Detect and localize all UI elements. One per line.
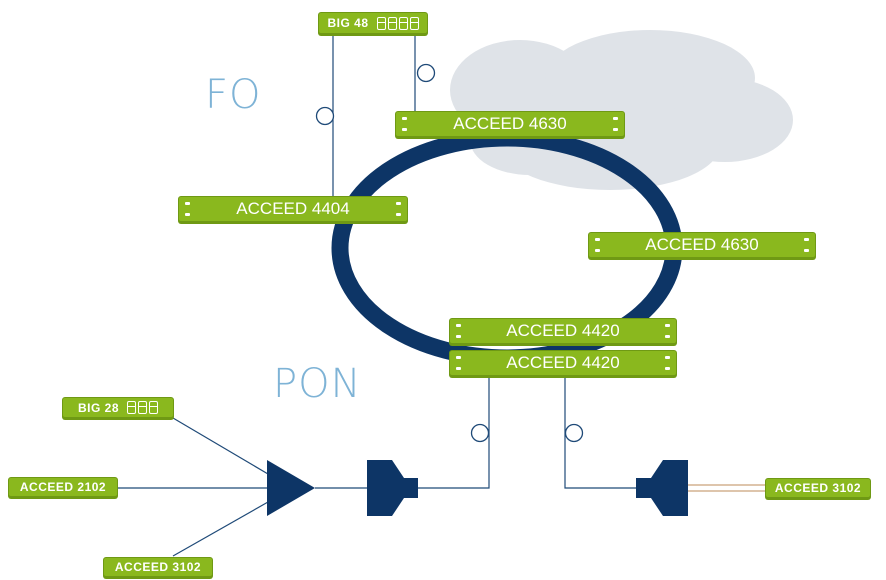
device-label: ACCEED 3102 (114, 560, 202, 574)
device-acceed3102-right[interactable]: ACCEED 3102 (765, 478, 871, 498)
device-label: BIG 28 (77, 400, 119, 415)
device-acceed4420-a[interactable]: ACCEED 4420 (449, 318, 677, 344)
device-label: BIG 48 (327, 16, 369, 30)
fiber-marker (564, 423, 584, 443)
drop-cable (688, 484, 766, 492)
device-big28[interactable]: BIG 28 (62, 397, 174, 418)
fiber-marker (470, 423, 490, 443)
device-label: ACCEED 4630 (645, 235, 759, 254)
device-acceed3102-bottom[interactable]: ACCEED 3102 (103, 557, 213, 577)
device-label: ACCEED 4420 (506, 321, 620, 340)
ports-icon (376, 16, 419, 30)
splitter-icon (267, 460, 315, 516)
device-acceed4420-b[interactable]: ACCEED 4420 (449, 350, 677, 376)
device-label: ACCEED 4630 (453, 114, 567, 133)
device-big48[interactable]: BIG 48 (318, 12, 428, 34)
pon-label: PON (273, 361, 362, 407)
fiber-marker (416, 63, 436, 83)
ports-icon (127, 401, 158, 414)
device-acceed2102[interactable]: ACCEED 2102 (8, 477, 118, 497)
ont-connector-icon (636, 460, 688, 516)
fiber-marker (315, 106, 335, 126)
fo-label: FO (205, 72, 262, 118)
device-label: ACCEED 3102 (774, 481, 862, 495)
fiber-markers (315, 63, 584, 443)
device-label: ACCEED 4404 (236, 199, 350, 218)
device-acceed4630-top[interactable]: ACCEED 4630 (395, 111, 625, 137)
olt-connector-icon (367, 460, 418, 516)
device-label: ACCEED 4420 (506, 353, 620, 372)
device-label: ACCEED 2102 (19, 480, 107, 494)
device-acceed4630-right[interactable]: ACCEED 4630 (588, 232, 816, 258)
device-acceed4404[interactable]: ACCEED 4404 (178, 196, 408, 222)
